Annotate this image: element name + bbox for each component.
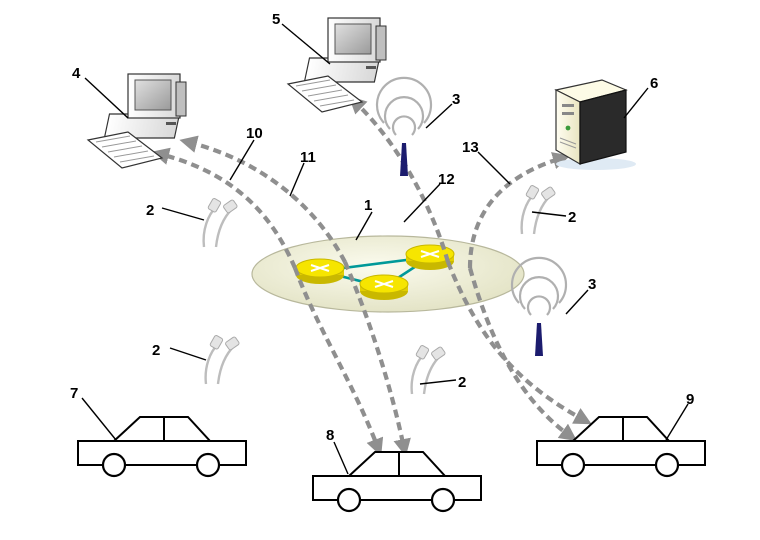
label-2-top-right: 2 (568, 209, 576, 226)
label-1: 1 (364, 197, 372, 214)
label-4: 4 (72, 65, 81, 82)
number-labels: 4 5 3 6 10 11 12 1 13 2 2 2 2 3 7 8 9 (70, 11, 694, 444)
label-11: 11 (300, 149, 316, 166)
label-3-top: 3 (452, 91, 460, 108)
core-network (251, 235, 525, 313)
label-6: 6 (650, 75, 658, 92)
computer-icon-top (286, 17, 387, 113)
label-8: 8 (326, 427, 334, 444)
label-2-top-left: 2 (146, 202, 154, 219)
leader-lines (81, 23, 689, 475)
label-7: 7 (70, 385, 78, 402)
flow-13 (467, 152, 578, 442)
flow-to-computer-5 (348, 95, 592, 425)
label-13: 13 (462, 139, 479, 156)
plug-icon-mid-left (204, 335, 240, 385)
label-2-mid-left: 2 (152, 342, 160, 359)
label-2-mid-right: 2 (458, 374, 466, 391)
plug-icon-top-left (202, 198, 238, 248)
label-12: 12 (438, 171, 455, 188)
car-icon-left (77, 416, 247, 478)
label-3-right: 3 (588, 276, 596, 293)
car-icon-middle (312, 451, 482, 513)
label-10: 10 (246, 125, 263, 142)
car-icon-right (536, 416, 706, 478)
flow-11 (179, 135, 411, 457)
flow-10 (151, 147, 384, 457)
label-9: 9 (686, 391, 694, 408)
server-icon (554, 79, 636, 170)
computer-icon-left (86, 73, 187, 169)
router-bottom (359, 274, 409, 300)
plug-icon-mid-right (410, 345, 446, 395)
plug-icon-top-right (520, 185, 556, 235)
label-5: 5 (272, 11, 280, 28)
router-left (295, 258, 345, 284)
antenna-icon-right (510, 256, 568, 356)
antenna-icon-top (375, 76, 433, 176)
router-right (405, 244, 455, 270)
